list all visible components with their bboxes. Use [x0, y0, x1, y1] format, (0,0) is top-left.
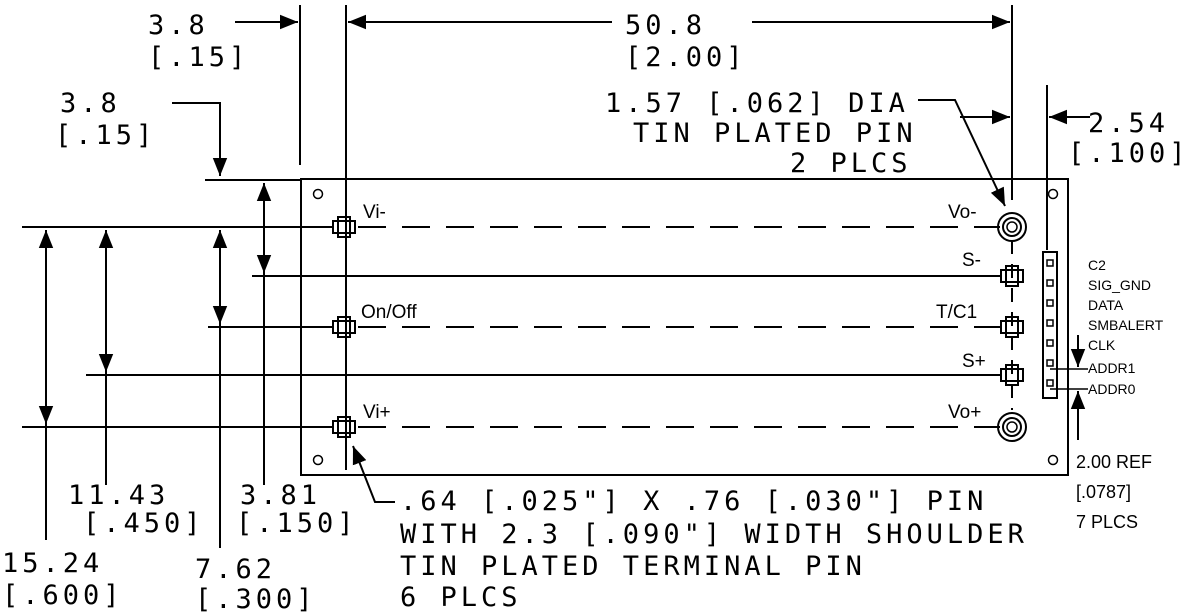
dim-15-24-mm: 15.24	[2, 548, 103, 579]
label-vi-minus: Vi-	[363, 202, 386, 223]
dim-11-43-in: [.450]	[83, 508, 205, 539]
pitch-line2: [.0787]	[1076, 482, 1131, 502]
label-vo-minus: Vo-	[948, 202, 977, 223]
label-vo-plus: Vo+	[948, 402, 981, 423]
terminal-pin-line4: 6 PLCS	[400, 582, 522, 613]
dim-header-mm: 2.54	[1088, 108, 1169, 139]
dim-7-62-mm: 7.62	[195, 554, 276, 585]
mount-hole	[312, 454, 324, 466]
pitch-line1: 2.00 REF	[1076, 452, 1152, 472]
terminal-pin-line1: .64 [.025"] X .76 [.030"] PIN	[400, 486, 987, 517]
label-s-plus: S+	[962, 351, 986, 372]
header-label-clk: CLK	[1088, 337, 1116, 353]
dim-7-62-in: [.300]	[195, 584, 317, 615]
mount-hole	[1047, 454, 1059, 466]
pin-s-plus	[1000, 364, 1024, 386]
header-pin	[1046, 359, 1054, 367]
header-pin	[1046, 319, 1054, 327]
signal-header	[1042, 251, 1058, 399]
dim-top-left-mm: 3.8	[148, 10, 209, 41]
header-pin	[1046, 379, 1054, 387]
header-label-data: DATA	[1088, 297, 1124, 313]
header-label-sig-gnd: SIG_GND	[1088, 277, 1151, 293]
leader-pin-dia	[918, 99, 1006, 207]
pin-vo-minus	[997, 212, 1027, 242]
pin-on-off	[332, 316, 356, 338]
dim-3-81-in: [.150]	[236, 508, 358, 539]
pin-s-minus	[1000, 265, 1024, 287]
dim-3-81-mm: 3.81	[240, 480, 321, 511]
mount-hole	[312, 188, 324, 200]
header-label-addr1: ADDR1	[1088, 360, 1136, 376]
pitch-line3: 7 PLCS	[1076, 512, 1138, 532]
mount-hole	[1047, 188, 1059, 200]
header-label-smbalert: SMBALERT	[1088, 317, 1164, 333]
header-label-c2: C2	[1088, 257, 1106, 273]
header-pin	[1046, 339, 1054, 347]
pin-vi-minus	[332, 216, 356, 238]
pin-vi-plus	[332, 416, 356, 438]
header-pin	[1046, 259, 1054, 267]
dim-width-in: [2.00]	[625, 42, 747, 73]
dim-top-left-in: [.15]	[148, 42, 249, 73]
pin-dia-line1: 1.57 [.062] DIA	[605, 88, 909, 119]
pin-vo-plus	[997, 412, 1027, 442]
pin-tc1	[1000, 316, 1024, 338]
header-label-addr0: ADDR0	[1088, 381, 1136, 397]
label-on-off: On/Off	[361, 302, 417, 323]
header-pins	[1046, 259, 1054, 387]
label-s-minus: S-	[962, 250, 981, 271]
pin-dia-line3: 2 PLCS	[790, 148, 912, 179]
leader-terminal-pin	[352, 445, 395, 503]
dim-11-43-mm: 11.43	[68, 480, 169, 511]
dim-side-mm: 3.8	[60, 88, 121, 119]
pin-dia-line2: TIN PLATED PIN	[633, 118, 917, 149]
label-tc1: T/C1	[936, 302, 977, 323]
terminal-pin-line2: WITH 2.3 [.090"] WIDTH SHOULDER	[400, 519, 1028, 550]
dim-side-in: [.15]	[55, 120, 156, 151]
dim-15-24-in: [.600]	[2, 580, 124, 611]
header-pin	[1046, 299, 1054, 307]
terminal-pin-line3: TIN PLATED TERMINAL PIN	[400, 551, 866, 582]
dim-header-in: [.100]	[1068, 138, 1190, 169]
leader-side-3-8	[172, 102, 228, 176]
header-pin	[1046, 279, 1054, 287]
dim-width-mm: 50.8	[625, 10, 706, 41]
label-vi-plus: Vi+	[363, 402, 391, 423]
